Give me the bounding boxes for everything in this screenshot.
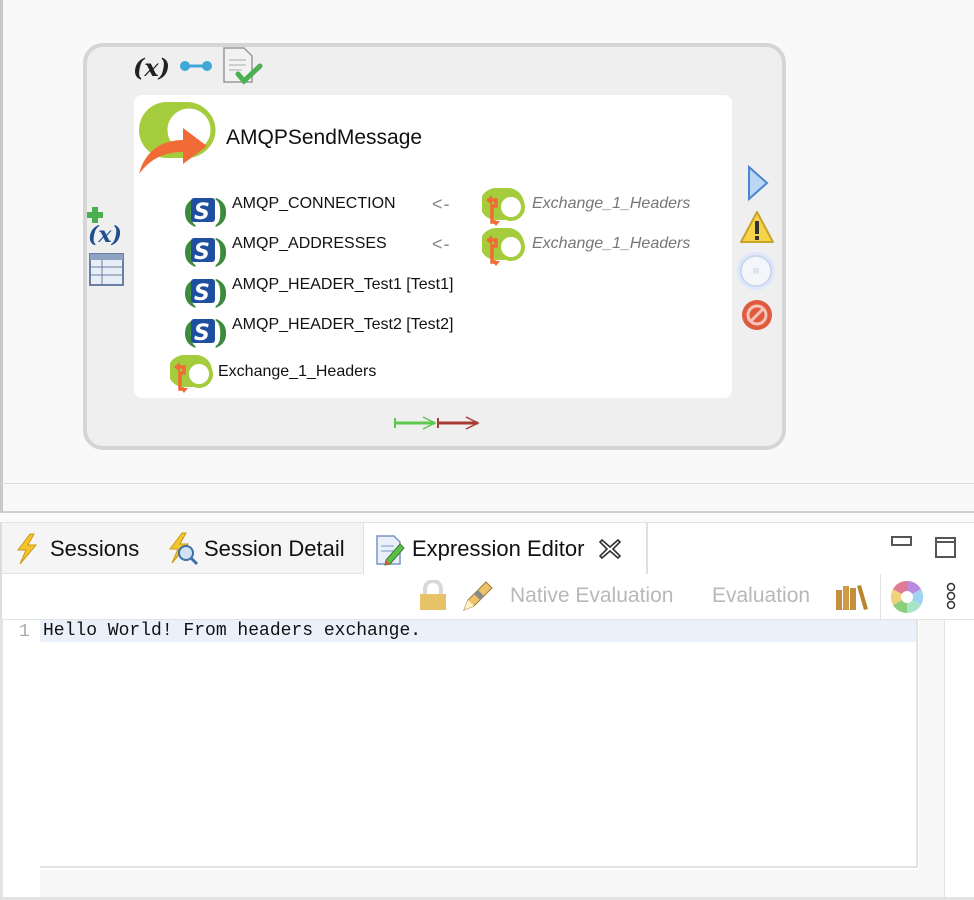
string-variable-icon: (S) [182, 273, 226, 311]
expression-editor[interactable]: 1 Hello World! From headers exchange. [0, 620, 974, 900]
lock-icon[interactable] [417, 580, 449, 612]
send-message-icon [139, 102, 216, 174]
variable-icon[interactable]: (x) [132, 52, 174, 82]
tab-bar-empty-area [647, 523, 974, 575]
svg-text:S: S [194, 240, 210, 265]
exchange-icon [482, 188, 525, 226]
mapping-arrow: <- [432, 194, 451, 214]
library-icon[interactable] [835, 582, 869, 612]
svg-text:S: S [194, 200, 210, 225]
error-arrow[interactable] [436, 414, 486, 432]
native-evaluation-button[interactable]: Native Evaluation [510, 584, 674, 607]
node-body[interactable] [134, 95, 732, 398]
parameter-name[interactable]: AMQP_ADDRESSES [232, 235, 387, 252]
document-check-icon[interactable] [222, 46, 264, 86]
svg-text:S: S [194, 321, 210, 346]
canvas-horizontal-scrollbar[interactable] [0, 483, 974, 513]
lightning-search-icon [169, 532, 199, 566]
link-icon[interactable] [179, 57, 213, 75]
text-area[interactable] [40, 620, 918, 868]
tab-sessions[interactable]: Sessions [10, 523, 160, 575]
table-icon[interactable] [89, 253, 125, 287]
lightning-icon [17, 533, 38, 565]
output-exchange-label[interactable]: Exchange_1_Headers [218, 363, 377, 380]
maximize-icon[interactable] [935, 537, 957, 559]
parameter-name[interactable]: AMQP_CONNECTION [232, 195, 396, 212]
pen-icon[interactable] [460, 578, 496, 614]
close-icon[interactable] [598, 537, 622, 561]
code-line[interactable]: Hello World! From headers exchange. [43, 621, 422, 641]
color-wheel-icon[interactable] [890, 580, 924, 614]
tab-label: Sessions [50, 536, 140, 561]
window-bottom-edge [0, 897, 974, 900]
svg-text:): ) [214, 313, 226, 351]
parameter-name[interactable]: AMQP_HEADER_Test2 [Test2] [232, 316, 454, 333]
svg-text:): ) [214, 192, 226, 230]
play-icon[interactable] [746, 165, 770, 201]
svg-text:(x): (x) [133, 53, 170, 82]
toolbar-separator [880, 574, 881, 620]
evaluation-button[interactable]: Evaluation [712, 584, 811, 607]
cancel-icon[interactable] [740, 298, 774, 332]
warning-icon[interactable] [738, 209, 776, 245]
svg-text:S: S [194, 281, 210, 306]
mapping-source[interactable]: Exchange_1_Headers [532, 195, 691, 212]
node-title: AMQPSendMessage [226, 126, 423, 149]
more-options-icon[interactable] [944, 582, 958, 612]
tab-session-detail[interactable]: Session Detail [164, 523, 362, 575]
mapping-arrow: <- [432, 234, 451, 254]
success-arrow[interactable] [393, 414, 483, 432]
tab-expression-editor[interactable]: Expression Editor [363, 523, 647, 575]
exchange-output-icon [170, 355, 213, 393]
circle-icon[interactable] [735, 250, 777, 292]
edit-document-icon [376, 535, 405, 566]
tab-label: Expression Editor [412, 536, 585, 561]
exchange-icon [482, 228, 525, 266]
line-number: 1 [19, 622, 30, 642]
string-variable-icon: (S) [182, 313, 226, 351]
view-tab-bar: Sessions Session Detail Expression Edito… [0, 522, 974, 575]
tab-label: Session Detail [204, 536, 345, 561]
svg-text:(x): (x) [88, 222, 122, 245]
horizontal-scrollbar[interactable] [40, 870, 944, 898]
string-variable-icon: (S) [182, 232, 226, 270]
add-variable-icon[interactable]: (x) [86, 205, 130, 245]
parameter-name[interactable]: AMQP_HEADER_Test1 [Test1] [232, 276, 454, 293]
current-line-highlight [40, 620, 917, 642]
minimize-icon[interactable] [891, 535, 913, 549]
mapping-source[interactable]: Exchange_1_Headers [532, 235, 691, 252]
svg-text:): ) [214, 232, 226, 270]
svg-text:): ) [214, 273, 226, 311]
string-variable-icon: (S) [182, 192, 226, 230]
editor-toolbar: Native Evaluation Evaluation [0, 574, 974, 620]
vertical-scrollbar[interactable] [919, 620, 945, 898]
